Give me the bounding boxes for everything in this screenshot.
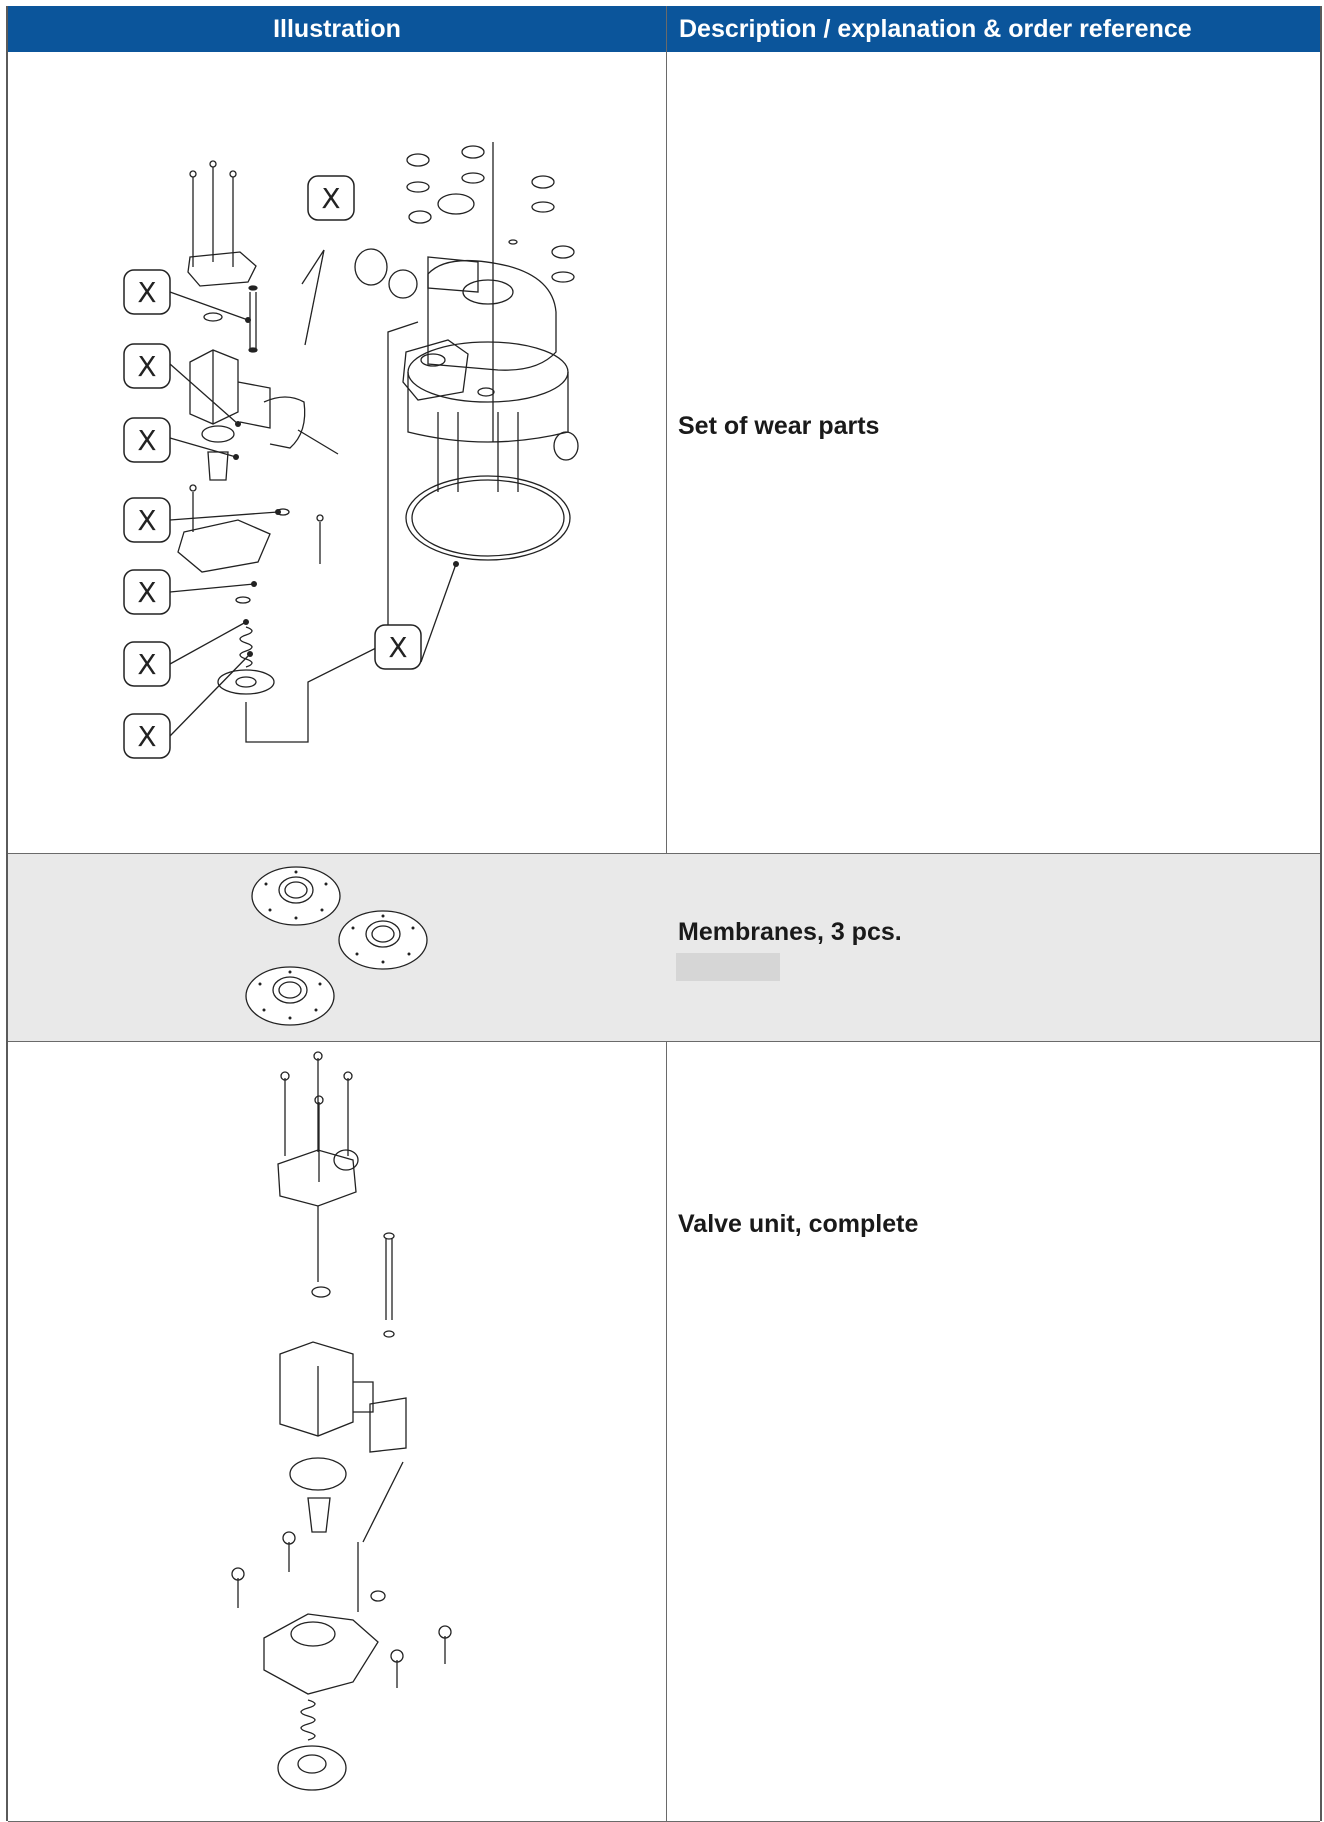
valve-unit-drawing: [231, 1051, 452, 1791]
callout-label: X: [137, 276, 156, 309]
callout-label: X: [137, 648, 156, 681]
callout-label: X: [137, 424, 156, 457]
table-row: X X X X X X X X X Set of wear parts: [8, 52, 1320, 854]
callout-label: X: [321, 182, 340, 215]
parts-table: Illustration Description / explanation &…: [6, 6, 1322, 1822]
order-reference-placeholder: [676, 953, 780, 981]
callout-label: X: [137, 504, 156, 537]
table-row: Valve unit, complete: [8, 1042, 1320, 1822]
table-row: Membranes, 3 pcs.: [8, 854, 1320, 1042]
header-description: Description / explanation & order refere…: [667, 6, 1320, 52]
description-valve-unit: Valve unit, complete: [678, 1210, 919, 1238]
description-membranes: Membranes, 3 pcs.: [678, 918, 902, 946]
callout-label: X: [388, 631, 407, 664]
membranes-drawing: [245, 866, 428, 1026]
description-wear-parts: Set of wear parts: [678, 412, 880, 440]
wear-parts-exploded-drawing: X X X X X X X X X: [123, 142, 579, 759]
callout-label: X: [137, 720, 156, 753]
callout-label: X: [137, 576, 156, 609]
callout-label: X: [137, 350, 156, 383]
header-illustration: Illustration: [8, 6, 666, 52]
